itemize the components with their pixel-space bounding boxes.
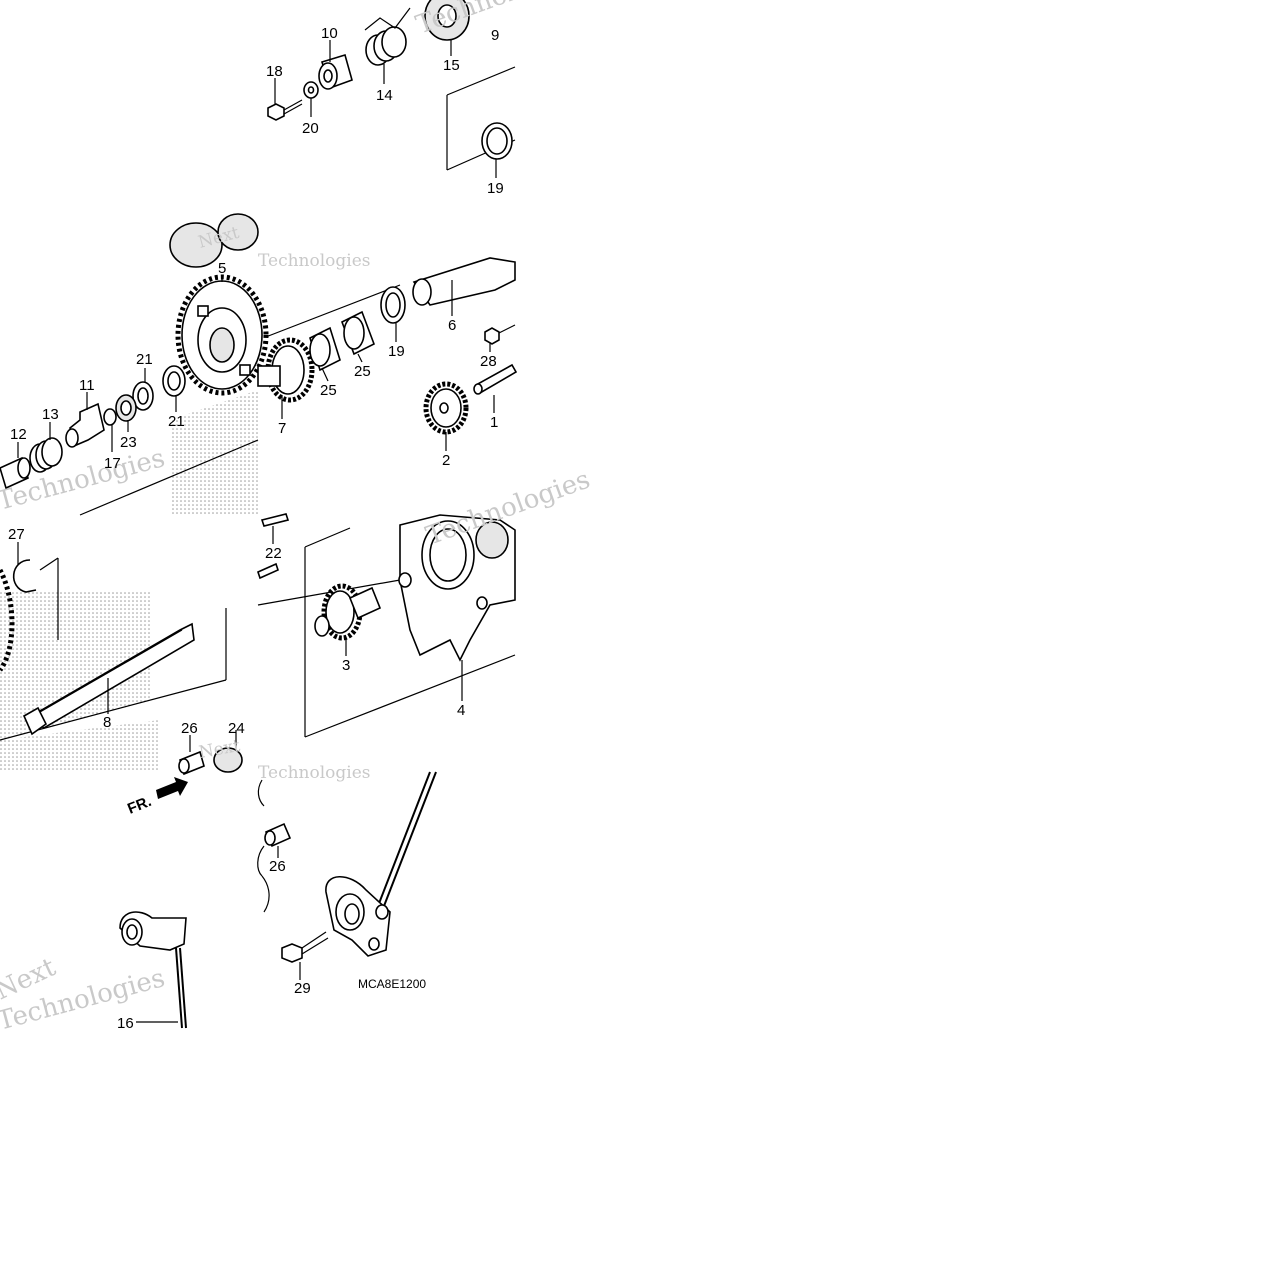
part-label-14: 14 <box>376 87 393 104</box>
housing-part <box>398 514 516 662</box>
shaft-part <box>22 622 195 736</box>
part-label-29: 29 <box>294 980 311 997</box>
arm-part <box>325 771 437 957</box>
part-label-15: 15 <box>443 57 460 74</box>
front-marker: FR. <box>125 793 154 818</box>
tile-middle <box>0 257 518 516</box>
svg-text:Technologies: Technologies <box>258 251 371 271</box>
part-label-7: 7 <box>278 420 286 437</box>
part-label-17: 17 <box>104 455 121 472</box>
part-label-5: 5 <box>218 260 226 277</box>
tile-top <box>267 0 516 178</box>
part-label-20: 20 <box>302 120 319 137</box>
part-label-25: 25 <box>354 363 371 380</box>
part-label-18: 18 <box>266 63 283 80</box>
tile-upper-left <box>169 213 259 268</box>
part-label-4: 4 <box>457 702 465 719</box>
part-label-3: 3 <box>342 657 350 674</box>
part-label-8: 8 <box>103 714 111 731</box>
arm-part-left <box>119 911 187 1029</box>
tile-bottom <box>119 771 437 1029</box>
part-label-22: 22 <box>265 545 282 562</box>
part-label-21: 21 <box>136 351 153 368</box>
part-label-1: 1 <box>490 414 498 431</box>
part-label-28: 28 <box>480 353 497 370</box>
part-label-27: 27 <box>8 526 25 543</box>
part-label-9: 9 <box>491 27 499 44</box>
part-label-12: 12 <box>10 426 27 443</box>
diagram-code: MCA8E1200 <box>358 977 426 991</box>
shading <box>0 390 258 770</box>
part-label-13: 13 <box>42 406 59 423</box>
part-label-25: 25 <box>320 382 337 399</box>
tile-lower <box>0 513 516 776</box>
part-labels: 18 10 20 14 15 9 19 5 6 19 28 21 11 25 2… <box>8 25 504 1032</box>
part-label-10: 10 <box>321 25 338 42</box>
part-label-26: 26 <box>181 720 198 737</box>
part-label-24: 24 <box>228 720 245 737</box>
gear-part <box>175 274 269 396</box>
bolt-part <box>267 99 303 121</box>
part-label-2: 2 <box>442 452 450 469</box>
front-arrow-icon <box>156 777 188 799</box>
part-label-19: 19 <box>388 343 405 360</box>
bearing-part <box>309 310 376 372</box>
part-label-6: 6 <box>448 317 456 334</box>
part-label-11: 11 <box>79 377 95 394</box>
svg-text:Technologies: Technologies <box>258 763 371 783</box>
part-label-19: 19 <box>487 180 504 197</box>
part-label-26: 26 <box>269 858 286 875</box>
part-label-21: 21 <box>168 413 185 430</box>
svg-text:Technologies: Technologies <box>0 443 168 517</box>
part-label-16: 16 <box>117 1015 134 1032</box>
part-label-23: 23 <box>120 434 137 451</box>
spring-part <box>364 7 411 66</box>
